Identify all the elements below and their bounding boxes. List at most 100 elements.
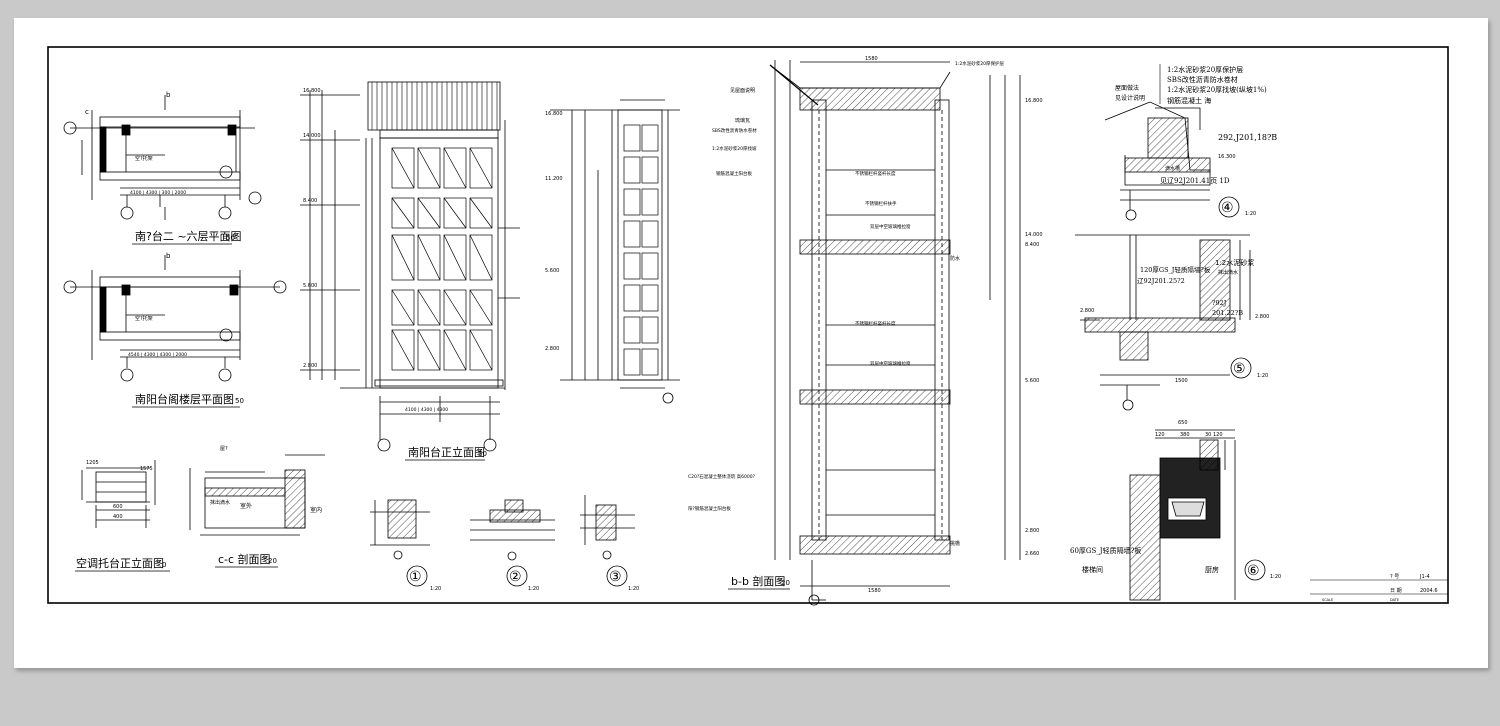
title-no-label: ? 号: [1390, 574, 1399, 580]
bb-section: [769, 60, 1021, 606]
d4-note-4: 钢筋混凝土 海: [1167, 96, 1211, 105]
bb-note-glass: 双层中空玻璃推拉窗: [870, 223, 911, 230]
cc-inner: 室内: [310, 506, 322, 514]
bb-level-14000: 14.000: [1025, 232, 1043, 238]
ac-elevation: [81, 460, 156, 528]
bb-note-slope: 1:2水泥砂浆20厚找坡: [712, 145, 757, 152]
bb-level-5600: 5.600: [1025, 378, 1039, 384]
detail-4-label: ④: [1221, 200, 1234, 216]
plan-lower-scale: 50: [235, 397, 244, 405]
cc-outer: 室外: [240, 502, 252, 510]
elev-level-14000: 14.000: [303, 133, 321, 139]
detail-4-drawing: [1104, 101, 1211, 221]
d5-ref-3: ?92J: [1212, 299, 1227, 307]
plan-axis-b: b: [166, 91, 171, 99]
front-elev-scale: 50: [478, 450, 487, 458]
side-level-2800: 2.800: [545, 346, 559, 352]
d5-drip: 抹出滴水: [1218, 269, 1238, 276]
title-date-label: 日 期: [1390, 588, 1402, 594]
elev-level-5600: 5.600: [303, 283, 317, 289]
ac-dim-1575: 1575: [140, 466, 153, 472]
elev-level-2800: 2.800: [303, 363, 317, 369]
detail-3-label: ③: [609, 569, 622, 585]
title-no-value: J1-4: [1419, 574, 1430, 580]
cc-title: c-c 剖面图: [218, 552, 271, 566]
detail-3-drawing: [580, 495, 635, 560]
side-level-11200: 11.200: [545, 176, 563, 182]
bb-level-8400: 8.400: [1025, 242, 1039, 248]
detail-6-scale: 1:20: [1270, 574, 1281, 580]
bb-dim-top: 1580: [865, 56, 878, 62]
detail-1-scale: 1:20: [430, 586, 441, 592]
detail-1-drawing: [370, 499, 430, 560]
cc-drip: 抹出滴水: [210, 499, 230, 506]
plan2-ac-label: 空?托架: [135, 315, 153, 322]
d4-note-2: SBS改性沥青防水卷材: [1167, 75, 1238, 84]
plan-dims: 4100 | 4300 | 300 | 2000: [130, 190, 186, 196]
detail-3-scale: 1:20: [628, 586, 639, 592]
ac-dim-600: 600: [113, 504, 123, 510]
d5-ref-2: 辽92J201.25?2: [1137, 277, 1185, 285]
plan-axis-c: c: [85, 108, 89, 116]
cad-drawing: b c 空?托架 4100 | 4300 | 300 | 2000 南?台二 ~…: [47, 46, 1449, 606]
bb-note-rail1b: 不锈钢栏杆竖杆长度: [855, 320, 896, 327]
detail-5-scale: 1:20: [1257, 373, 1268, 379]
title-block: [1310, 579, 1448, 595]
d5-elev-left: 2.800: [1080, 308, 1094, 314]
bb-note-water: 防水: [950, 255, 960, 262]
cc-top-note: 屋?: [220, 446, 228, 452]
title-scale-label: SCALE: [1322, 598, 1333, 602]
drawing-sheet: b c 空?托架 4100 | 4300 | 300 | 2000 南?台二 ~…: [14, 18, 1488, 668]
d5-ref-4: 201.22?B: [1212, 309, 1243, 317]
plan-upper-scale: 50: [226, 234, 235, 242]
detail-4-scale: 1:20: [1245, 211, 1256, 217]
bb-note-rail1: 不锈钢栏杆竖杆长度: [855, 170, 896, 177]
elev-dims: 4100 | 4300 | 4300: [405, 407, 448, 413]
bb-level-16800: 16.800: [1025, 98, 1043, 104]
d5-elev-right: 2.800: [1255, 314, 1269, 320]
bb-dim-bottom: 1580: [868, 588, 881, 594]
side-level-5600: 5.600: [545, 268, 559, 274]
front-elevation: [300, 81, 520, 452]
d4-eaves: 屋面做法: [1115, 84, 1139, 92]
d6-stair: 楼梯间: [1082, 565, 1103, 574]
d4-ref-292: 292,J201,18?B: [1218, 133, 1277, 142]
bb-note-rail2: 不锈钢栏杆扶手: [865, 200, 897, 207]
d6-kitchen: 厨房: [1205, 565, 1219, 574]
bb-title: b-b 剖面图: [731, 574, 785, 588]
ac-elev-scale: 0: [162, 561, 166, 569]
d4-note-1: 1:2水泥砂浆20厚保护层: [1167, 65, 1243, 74]
plan-lower: [63, 255, 287, 382]
d6-dim-380: 380: [1180, 432, 1190, 438]
d4-note-3: 1:2水泥砂浆20厚找坡(纵坡1%): [1167, 85, 1267, 94]
d4-drip: 滴水槽: [1165, 165, 1180, 172]
side-elevation: [550, 99, 680, 404]
d5-dim: 1500: [1175, 378, 1188, 384]
cc-section: [189, 454, 325, 536]
bb-note-panel: 钢筋混凝土阳台板: [716, 170, 752, 177]
plan-lower-title: 南阳台阁楼层平面图: [135, 392, 234, 406]
detail-2-label: ②: [509, 569, 522, 585]
bb-note-sbs: SBS改性沥青防水卷材: [712, 127, 757, 134]
title-date-value: 2004.6: [1420, 588, 1438, 594]
d6-dim-650: 650: [1178, 420, 1188, 426]
elev-level-16800: 16.800: [303, 88, 321, 94]
d5-mortar: 1:2水泥砂浆: [1215, 258, 1254, 267]
bb-note-slab: 阳?钢筋混凝土阳台板: [688, 505, 731, 512]
ac-dim-400: 400: [113, 514, 123, 520]
bb-level-2660: 2.660: [1025, 551, 1039, 557]
detail-5-label: ⑤: [1233, 361, 1246, 377]
detail-2-drawing: [470, 499, 555, 561]
detail-2-scale: 1:20: [528, 586, 539, 592]
cc-scale: 20: [268, 557, 277, 565]
d6-dim-120: 120: [1155, 432, 1165, 438]
elev-level-8400: 8.400: [303, 198, 317, 204]
plan2-axis-b: b: [166, 252, 171, 260]
title-date-caption: DATE: [1390, 598, 1399, 602]
bb-note-mortar: 1:2水泥砂浆20厚保护层: [955, 60, 1004, 67]
d6-dim-30: 30 120: [1205, 432, 1223, 438]
plan2-dims: 4540 | 4300 | 4300 | 2000: [128, 352, 187, 358]
detail-1-label: ①: [409, 569, 422, 585]
detail-6-drawing: [1129, 429, 1236, 601]
frame-border: [47, 46, 1449, 604]
